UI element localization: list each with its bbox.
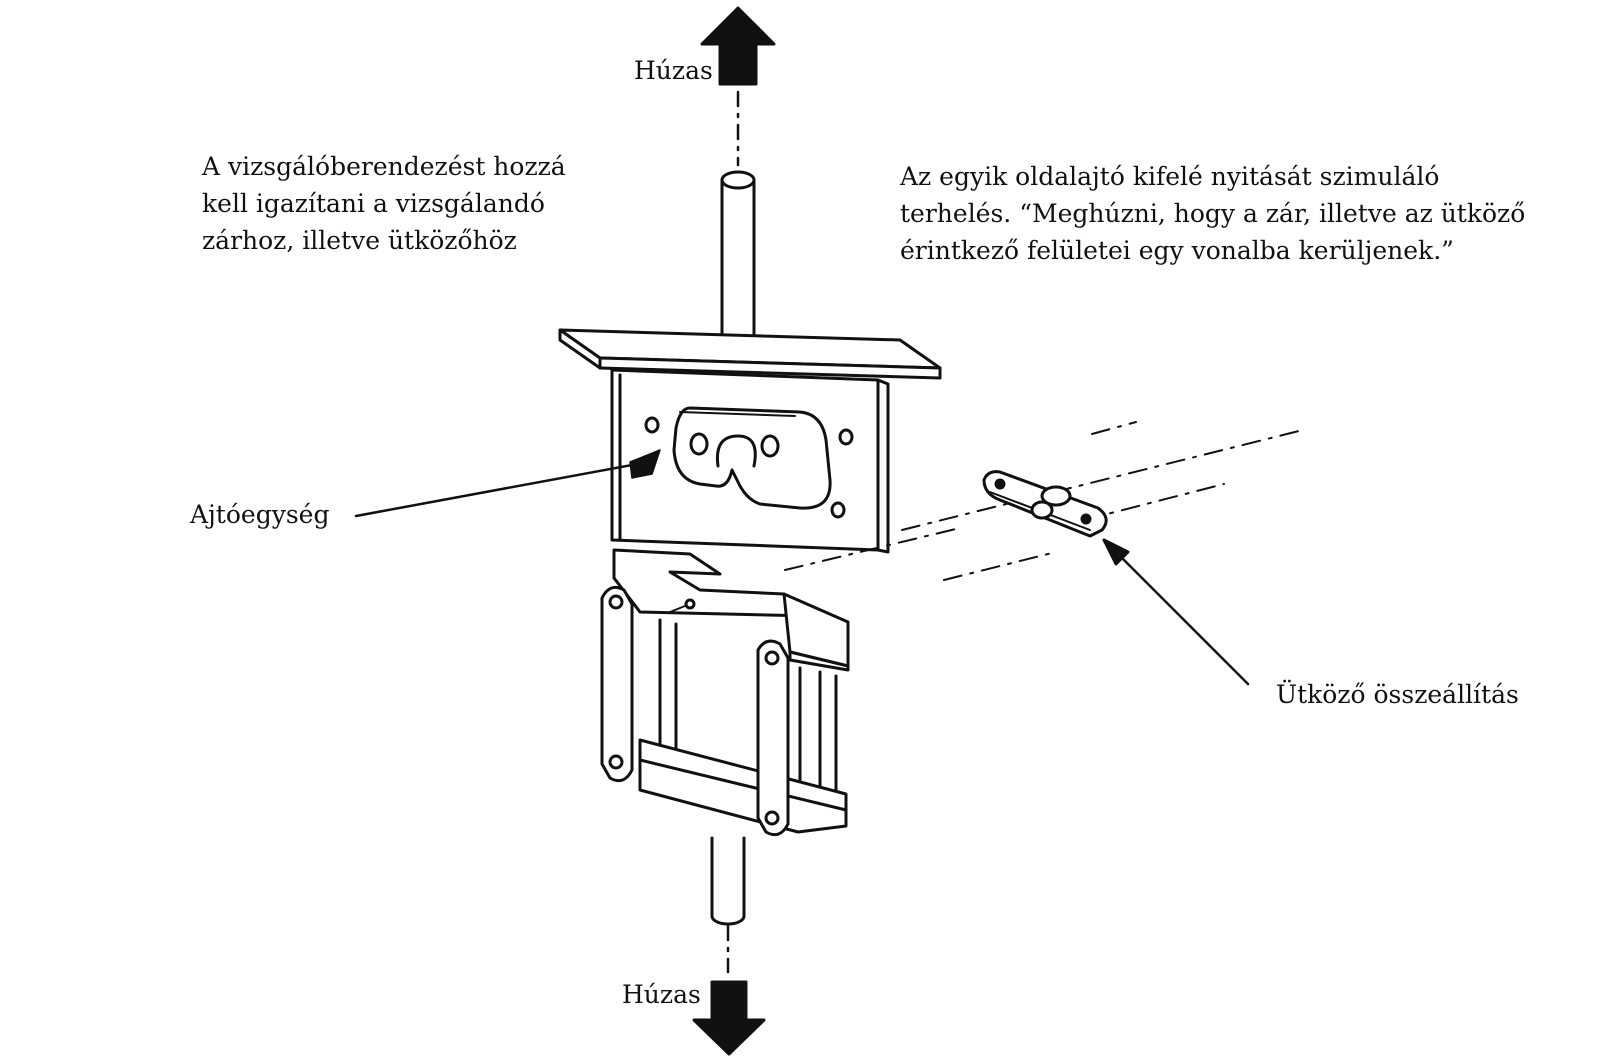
note-right-line-1: Az egyik oldalajtó kifelé nyitását szimu… bbox=[900, 162, 1440, 191]
note-left: A vizsgálóberendezést hozzá kell igazíta… bbox=[202, 148, 566, 259]
note-right: Az egyik oldalajtó kifelé nyitását szimu… bbox=[900, 158, 1525, 269]
door-unit-leader bbox=[354, 460, 650, 518]
note-right-line-3: érintkező felületei egy vonalba kerüljen… bbox=[900, 236, 1454, 265]
pull-arrow-top bbox=[700, 6, 776, 167]
striker-leader bbox=[1102, 538, 1250, 686]
pull-arrow-bottom bbox=[692, 924, 766, 1056]
note-left-line-1: A vizsgálóberendezést hozzá bbox=[202, 152, 566, 181]
pull-label-top: Húzas bbox=[634, 56, 713, 85]
door-unit-top-plate bbox=[558, 328, 942, 380]
note-left-line-3: zárhoz, illetve ütközőhöz bbox=[202, 226, 517, 255]
note-left-line-2: kell igazítani a vizsgálandó bbox=[202, 189, 545, 218]
pull-label-bottom: Húzas bbox=[622, 980, 701, 1009]
striker-assembly-label: Ütköző összeállítás bbox=[1276, 680, 1519, 709]
upper-pull-rod bbox=[720, 170, 756, 345]
door-unit-body bbox=[610, 368, 890, 554]
door-unit-label: Ajtóegység bbox=[190, 500, 330, 529]
striker-assembly bbox=[982, 470, 1108, 538]
alignment-centerlines bbox=[784, 421, 1304, 581]
lower-pull-rod bbox=[710, 836, 746, 926]
note-right-line-2: terhelés. “Meghúzni, hogy a zár, illetve… bbox=[900, 199, 1526, 228]
lower-test-fixture bbox=[600, 548, 850, 837]
